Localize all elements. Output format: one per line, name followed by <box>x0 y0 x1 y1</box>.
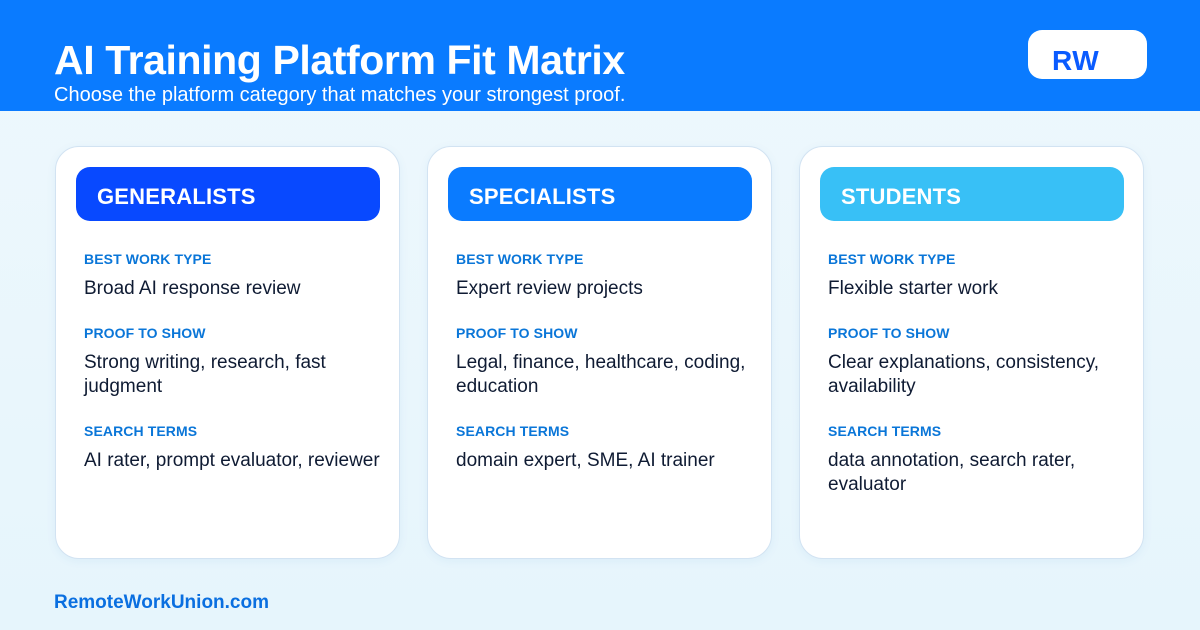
card-title-specialists: SPECIALISTS <box>448 167 752 221</box>
section-value: data annotation, search rater, evaluator <box>828 450 1076 495</box>
best-work-type-section: BEST WORK TYPE Flexible starter work <box>828 250 1128 301</box>
section-value: domain expert, SME, AI trainer <box>456 450 715 471</box>
section-label: PROOF TO SHOW <box>828 325 950 341</box>
section-label: BEST WORK TYPE <box>84 251 212 267</box>
section-value: AI rater, prompt evaluator, reviewer <box>84 450 380 471</box>
card-generalists: GENERALISTS BEST WORK TYPE Broad AI resp… <box>55 146 400 559</box>
card-title-students: STUDENTS <box>820 167 1124 221</box>
page-title: AI Training Platform Fit Matrix <box>54 37 625 83</box>
proof-to-show-section: PROOF TO SHOW Strong writing, research, … <box>84 324 384 399</box>
search-terms-section: SEARCH TERMS domain expert, SME, AI trai… <box>456 422 756 473</box>
best-work-type-section: BEST WORK TYPE Broad AI response review <box>84 250 384 301</box>
header-banner: AI Training Platform Fit Matrix Choose t… <box>0 0 1200 111</box>
section-label: SEARCH TERMS <box>456 423 570 439</box>
section-value: Legal, finance, healthcare, coding, educ… <box>456 352 746 397</box>
section-value: Strong writing, research, fast judgment <box>84 352 326 397</box>
section-value: Flexible starter work <box>828 278 998 299</box>
section-label: BEST WORK TYPE <box>828 251 956 267</box>
card-specialists: SPECIALISTS BEST WORK TYPE Expert review… <box>427 146 772 559</box>
footer-site-link[interactable]: RemoteWorkUnion.com <box>54 592 270 613</box>
section-value: Clear explanations, consistency, availab… <box>828 352 1100 397</box>
card-students: STUDENTS BEST WORK TYPE Flexible starter… <box>799 146 1144 559</box>
proof-to-show-section: PROOF TO SHOW Legal, finance, healthcare… <box>456 324 756 399</box>
search-terms-section: SEARCH TERMS AI rater, prompt evaluator,… <box>84 422 384 473</box>
section-label: SEARCH TERMS <box>828 423 942 439</box>
best-work-type-section: BEST WORK TYPE Expert review projects <box>456 250 756 301</box>
page-subtitle: Choose the platform category that matche… <box>54 84 626 106</box>
section-label: PROOF TO SHOW <box>456 325 578 341</box>
section-label: SEARCH TERMS <box>84 423 198 439</box>
proof-to-show-section: PROOF TO SHOW Clear explanations, consis… <box>828 324 1128 399</box>
card-title-generalists: GENERALISTS <box>76 167 380 221</box>
section-label: BEST WORK TYPE <box>456 251 584 267</box>
brand-badge: RW <box>1028 30 1147 79</box>
section-label: PROOF TO SHOW <box>84 325 206 341</box>
search-terms-section: SEARCH TERMS data annotation, search rat… <box>828 422 1128 497</box>
section-value: Broad AI response review <box>84 278 301 299</box>
section-value: Expert review projects <box>456 278 643 299</box>
